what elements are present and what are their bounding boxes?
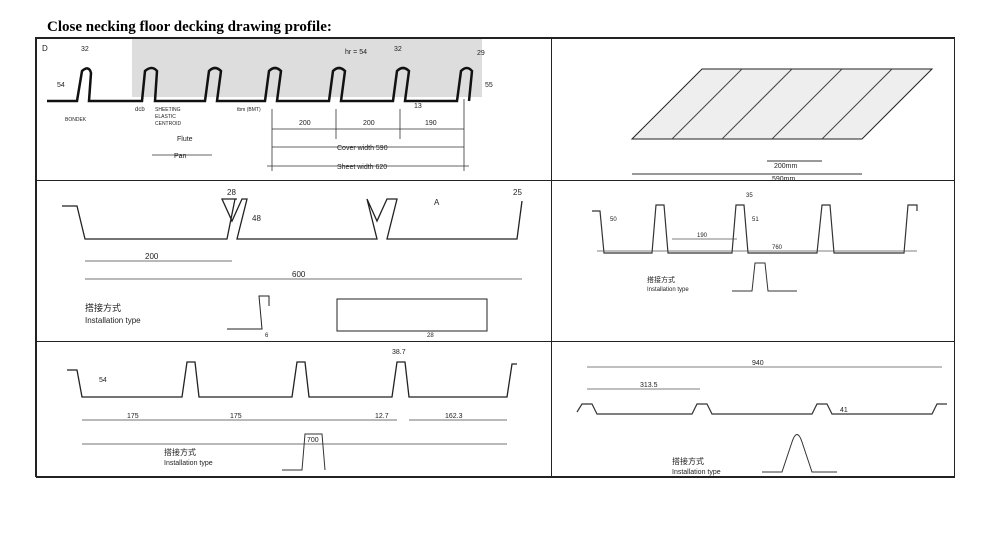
dim-200a: 200 bbox=[299, 120, 311, 127]
dim-600: 600 bbox=[292, 270, 306, 279]
sheet-width: Sheet width 620 bbox=[337, 164, 387, 171]
dim-38-7: 38.7 bbox=[392, 349, 406, 356]
dim-760: 760 bbox=[772, 245, 783, 251]
label-pan: Pan bbox=[174, 153, 187, 160]
dim-162-3: 162.3 bbox=[445, 413, 463, 420]
dim-200mm: 200mm bbox=[774, 163, 798, 170]
dim-32: 32 bbox=[81, 46, 89, 53]
label-dcb: dcb bbox=[135, 107, 145, 113]
dim-25: 25 bbox=[513, 188, 522, 197]
label-sheeting: SHEETING bbox=[155, 107, 181, 113]
install-label-en: Installation type bbox=[647, 287, 689, 293]
dim-6: 6 bbox=[265, 333, 269, 339]
install-label-en: Installation type bbox=[164, 460, 213, 467]
dim-48: 48 bbox=[252, 214, 261, 223]
install-label-en: Installation type bbox=[672, 469, 721, 476]
profile-table: D 32 54 dcb SHEETING ELASTIC CENTROID BO… bbox=[35, 37, 955, 478]
dim-175b: 175 bbox=[230, 413, 242, 420]
profile-600-drawing: 28 48 A 25 200 600 搭接方式 Installation typ… bbox=[36, 180, 552, 342]
dim-28: 28 bbox=[227, 188, 236, 197]
dim-50: 50 bbox=[610, 217, 617, 223]
dim-12-7: 12.7 bbox=[375, 413, 389, 420]
label-flute: Flute bbox=[177, 136, 193, 143]
dim-200: 200 bbox=[145, 252, 159, 261]
label-centroid: CENTROID bbox=[155, 121, 182, 127]
dim-29: 29 bbox=[477, 50, 485, 57]
dim-51: 51 bbox=[752, 217, 759, 223]
bondek-profile-drawing: D 32 54 dcb SHEETING ELASTIC CENTROID BO… bbox=[36, 38, 552, 181]
dim-590mm: 590mm bbox=[772, 176, 796, 181]
install-label-cn: 搭接方式 bbox=[672, 456, 704, 466]
label-bondek: BONDEK bbox=[65, 117, 87, 123]
label-hr: hr = 54 bbox=[345, 49, 367, 56]
label-d: D bbox=[42, 44, 48, 53]
install-label-cn: 搭接方式 bbox=[647, 275, 675, 284]
cover-width: Cover width 590 bbox=[337, 145, 388, 152]
page-title: Close necking floor decking drawing prof… bbox=[47, 19, 332, 35]
dim-313-5: 313.5 bbox=[640, 382, 658, 389]
dim-41: 41 bbox=[840, 407, 848, 414]
dim-190: 190 bbox=[425, 120, 437, 127]
dim-54: 54 bbox=[57, 82, 65, 89]
dim-35: 35 bbox=[746, 193, 753, 199]
label-elastic: ELASTIC bbox=[155, 114, 176, 120]
profile-760-drawing: 50 35 51 190 760 搭接方式 Installation type bbox=[551, 180, 955, 342]
label-tbm: tbm (BMT) bbox=[237, 107, 261, 113]
dim-190: 190 bbox=[697, 233, 708, 239]
deck-3d-drawing: 200mm 590mm bbox=[551, 38, 955, 181]
dim-200b: 200 bbox=[363, 120, 375, 127]
install-label-cn: 搭接方式 bbox=[164, 447, 196, 457]
profile-700-drawing: 54 175 175 38.7 12.7 162.3 700 搭接方式 Inst… bbox=[36, 341, 552, 478]
dim-175a: 175 bbox=[127, 413, 139, 420]
dim-55: 55 bbox=[485, 82, 493, 89]
install-label-cn: 搭接方式 bbox=[85, 302, 121, 313]
dim-940: 940 bbox=[752, 360, 764, 367]
dim-28b: 28 bbox=[427, 333, 434, 339]
dim-54: 54 bbox=[99, 377, 107, 384]
install-label-en: Installation type bbox=[85, 316, 141, 325]
dim-13: 13 bbox=[414, 103, 422, 110]
dim-700: 700 bbox=[307, 437, 319, 444]
profile-940-drawing: 940 313.5 41 搭接方式 Installation type bbox=[551, 341, 955, 478]
label-a: A bbox=[434, 198, 440, 207]
dim-32b: 32 bbox=[394, 46, 402, 53]
